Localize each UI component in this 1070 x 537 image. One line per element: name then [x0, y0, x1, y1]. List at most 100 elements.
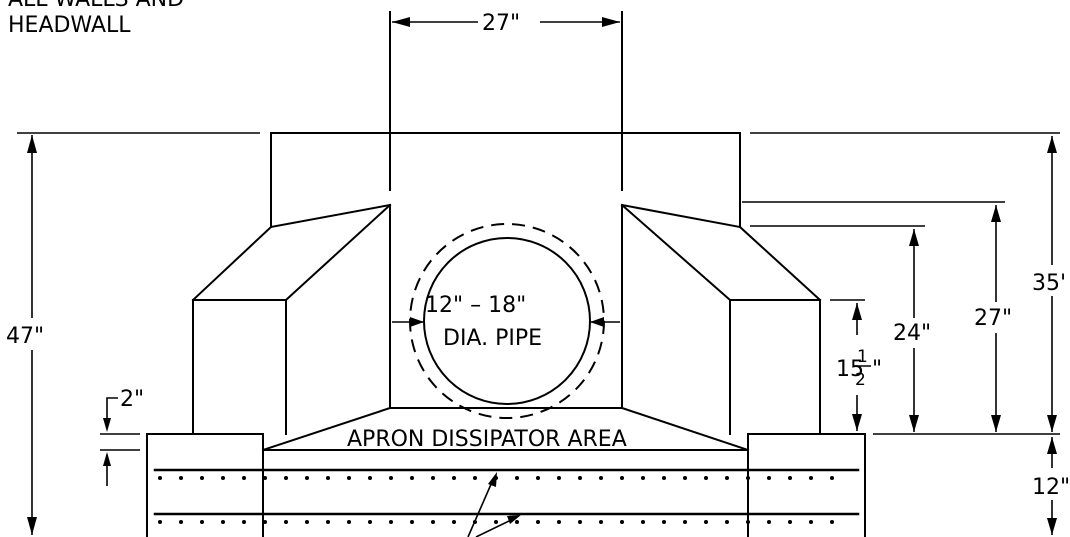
base-thickness-dimension — [1047, 437, 1057, 535]
rebar-dot — [263, 520, 267, 524]
rebar-dot — [683, 476, 687, 480]
apron — [261, 406, 750, 452]
rebar-dot — [809, 476, 813, 480]
rebar-dot — [410, 476, 414, 480]
rebar-dot — [809, 520, 813, 524]
rebar-dot — [620, 476, 624, 480]
note-line-1: ALL WALLS AND — [8, 0, 184, 12]
rebar-dot — [725, 520, 729, 524]
lip-label: 2" — [120, 387, 144, 412]
rebar-dot — [746, 476, 750, 480]
rebar-dot — [473, 476, 477, 480]
rebar-dot — [641, 476, 645, 480]
rebar-dot — [452, 520, 456, 524]
lip-dimension — [100, 397, 140, 486]
rebar-dot — [452, 476, 456, 480]
rebar-dot — [557, 520, 561, 524]
rebar-dot — [704, 520, 708, 524]
rebar-dot — [158, 520, 162, 524]
rebar-dot — [557, 476, 561, 480]
rebar-dot — [662, 520, 666, 524]
top-width-label: 27" — [482, 11, 520, 36]
rebar-dot — [158, 476, 162, 480]
note-line-2: HEADWALL — [8, 13, 131, 38]
side-wall-label-den: 2 — [855, 370, 866, 390]
rebar-dot — [788, 476, 792, 480]
rebar-dot — [389, 476, 393, 480]
rebar-dot — [704, 476, 708, 480]
rebar-dot — [242, 520, 246, 524]
rebar-dot — [578, 476, 582, 480]
rebar-dot — [599, 520, 603, 524]
rebar-dot — [431, 520, 435, 524]
rebar-dot — [326, 520, 330, 524]
side-wall-label-whole: 15 — [836, 357, 864, 382]
rebar-dot — [200, 520, 204, 524]
rebar-dot — [368, 520, 372, 524]
rebar-dot — [788, 520, 792, 524]
rebar-leader — [467, 472, 521, 537]
side-wall-label-num: 1 — [857, 347, 868, 367]
rebar-dot — [767, 476, 771, 480]
right-wing-wall — [620, 203, 822, 435]
rebar-dot — [368, 476, 372, 480]
rebar-dot — [536, 476, 540, 480]
rebar-dot — [305, 520, 309, 524]
rebar-dot — [830, 520, 834, 524]
rebar-dot — [641, 520, 645, 524]
rebar-dot — [767, 520, 771, 524]
inner-height-dimension — [909, 229, 919, 432]
outer-height-dimension — [1047, 136, 1057, 432]
headwall-outline — [270, 11, 741, 409]
pipe-dia-label: DIA. PIPE — [443, 326, 542, 351]
rebar-dot — [200, 476, 204, 480]
top-width-dimension — [392, 17, 620, 27]
rebar-dot — [830, 476, 834, 480]
pipe-outer-dashed — [409, 223, 605, 419]
pipe-dimension-arrows — [392, 317, 620, 327]
right-extension-lines — [742, 132, 1060, 435]
rebar-dot — [683, 520, 687, 524]
side-wall-dimension — [852, 303, 862, 431]
rebar-dot — [725, 476, 729, 480]
rebar-dot — [284, 520, 288, 524]
rebar-dot — [410, 520, 414, 524]
rebar-dot — [515, 520, 519, 524]
base-thickness-label: 12" — [1032, 475, 1070, 500]
side-wall-label-unit: " — [872, 357, 882, 382]
rebar-dot — [494, 520, 498, 524]
middle-height-label: 27" — [974, 306, 1012, 331]
rebar-dot — [179, 520, 183, 524]
rebar-dot — [578, 520, 582, 524]
left-wing-wall — [191, 203, 392, 435]
rebar-dot — [284, 476, 288, 480]
rebar-dot — [746, 520, 750, 524]
pipe-size-label: 12" – 18" — [425, 293, 526, 318]
rebar-dot — [620, 520, 624, 524]
rebar-dot — [263, 476, 267, 480]
middle-height-dimension — [991, 205, 1001, 432]
rebar-dot — [221, 476, 225, 480]
base-slab — [146, 433, 866, 537]
rebar-dot — [515, 476, 519, 480]
rebar-dot — [305, 476, 309, 480]
rebar-dot — [326, 476, 330, 480]
rebar-dot — [662, 476, 666, 480]
rebar-dots — [158, 476, 834, 524]
rebar-dot — [347, 520, 351, 524]
outer-height-label: 35' — [1032, 271, 1066, 296]
rebar-dot — [242, 476, 246, 480]
total-height-dimension — [17, 132, 260, 535]
rebar-dot — [221, 520, 225, 524]
rebar-dot — [536, 520, 540, 524]
total-height-label: 47" — [6, 324, 44, 349]
apron-label: APRON DISSIPATOR AREA — [347, 427, 627, 452]
rebar-dot — [389, 520, 393, 524]
rebar-dot — [599, 476, 603, 480]
inner-height-label: 24" — [893, 321, 931, 346]
rebar-dot — [179, 476, 183, 480]
rebar-dot — [431, 476, 435, 480]
rebar-dot — [347, 476, 351, 480]
pipe-circle — [423, 237, 591, 405]
